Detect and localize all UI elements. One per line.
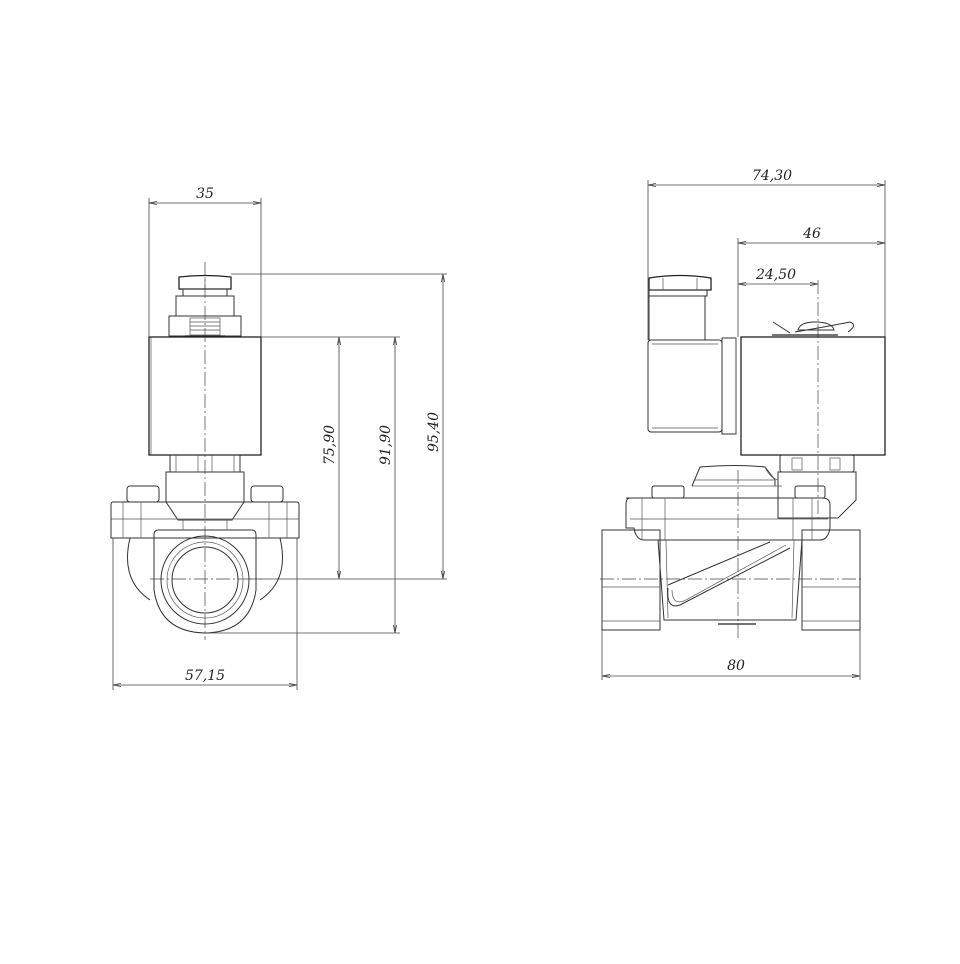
dim-57-15: 57,15 <box>185 668 225 684</box>
top-nut <box>168 274 242 337</box>
dim-46: 46 <box>802 226 821 242</box>
front-view: 35 75,90 91,90 95,40 57,15 <box>110 186 447 690</box>
side-view: 74,30 46 24,50 80 <box>600 168 886 680</box>
side-hex <box>777 454 857 519</box>
valve-body <box>110 485 300 634</box>
dim-91-90: 91,90 <box>378 425 394 465</box>
side-dimensions: 74,30 46 24,50 80 <box>601 168 886 680</box>
coil-side <box>740 321 886 456</box>
front-dimensions: 35 75,90 91,90 95,40 57,15 <box>112 186 447 690</box>
bonnet <box>691 465 782 487</box>
connector-plug <box>647 274 737 435</box>
side-body <box>601 485 861 631</box>
dim-95-40: 95,40 <box>426 412 442 452</box>
dim-35: 35 <box>196 186 214 202</box>
dim-24-50: 24,50 <box>755 267 796 283</box>
dim-80: 80 <box>727 658 745 674</box>
dim-74-30: 74,30 <box>752 168 792 184</box>
dim-75-90: 75,90 <box>322 425 338 465</box>
